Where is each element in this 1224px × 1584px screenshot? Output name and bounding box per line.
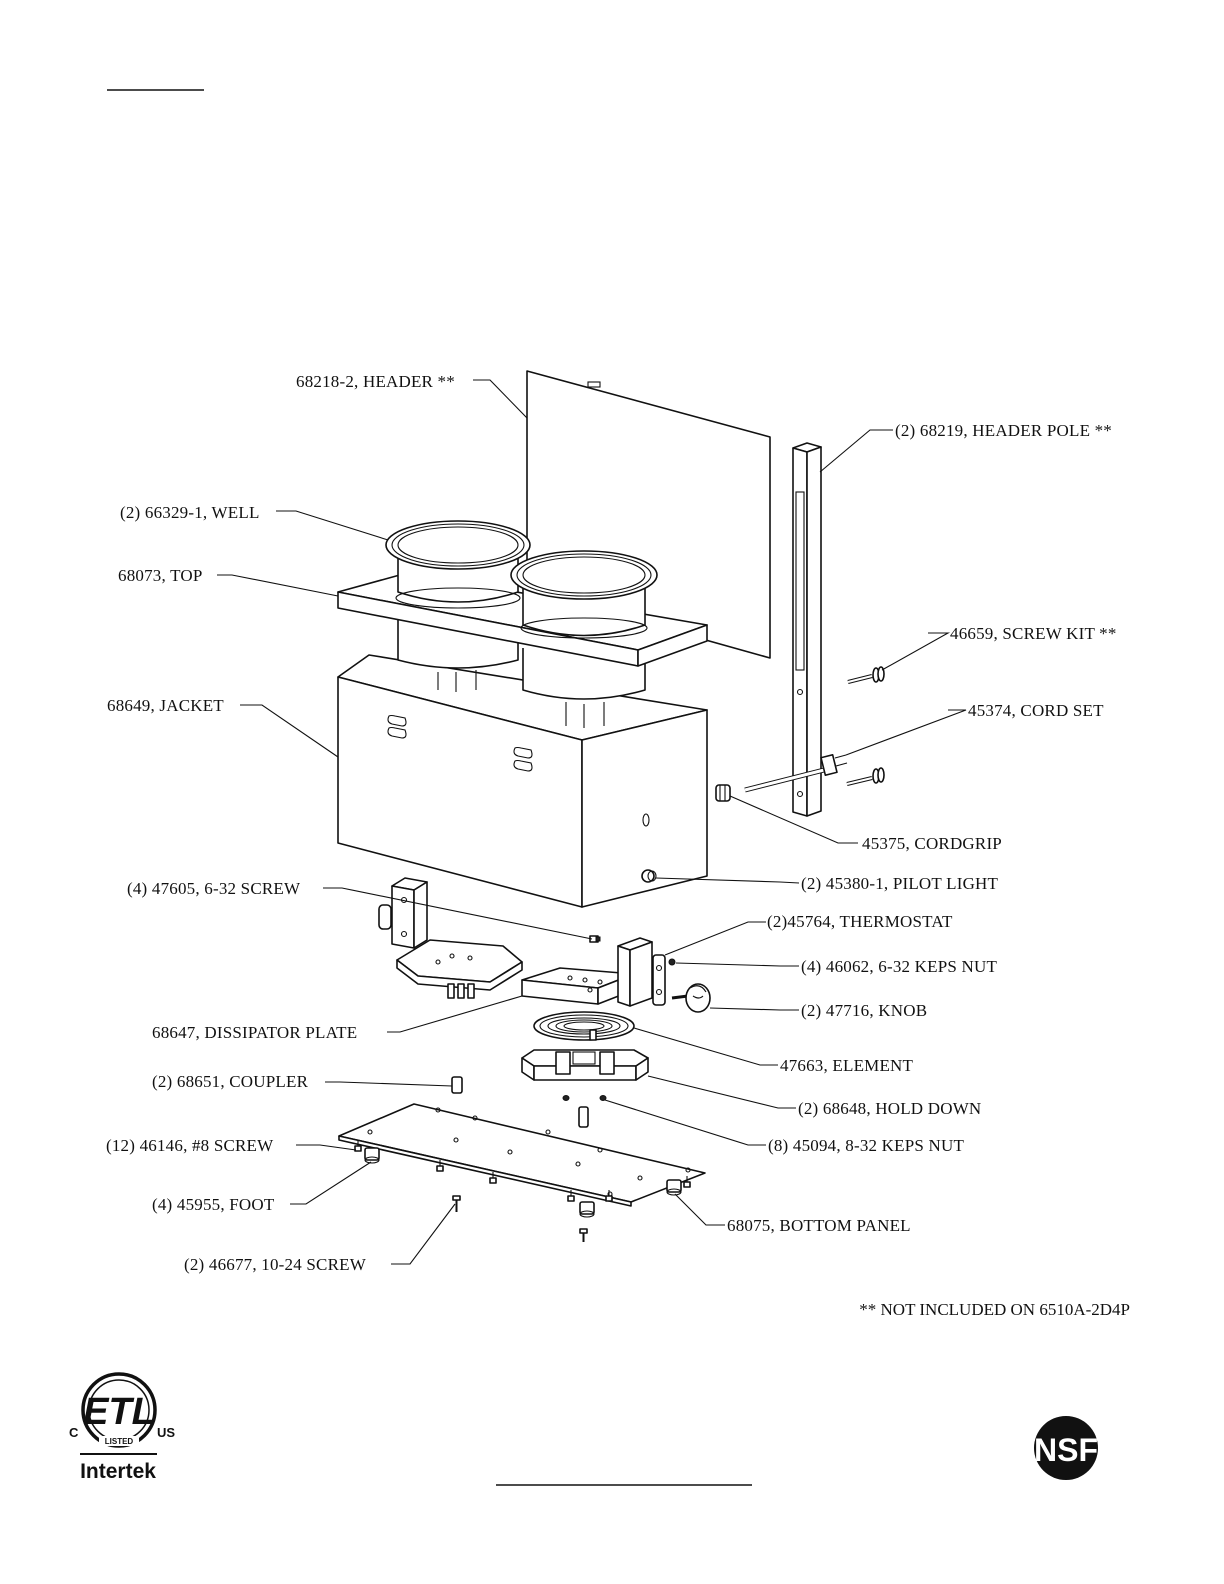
etl-us: US <box>157 1425 175 1440</box>
etl-c: C <box>69 1425 79 1440</box>
callout-screw-6-32: (4) 47605, 6-32 SCREW <box>127 879 301 898</box>
left-element-assembly <box>378 877 523 999</box>
callout-screw-8: (12) 46146, #8 SCREW <box>106 1136 274 1155</box>
callout-jacket: 68649, JACKET <box>107 696 224 715</box>
callout-pilot-light: (2) 45380-1, PILOT LIGHT <box>801 874 999 893</box>
well-left <box>385 520 531 609</box>
element-coil <box>533 1011 635 1041</box>
callout-well: (2) 66329-1, WELL <box>120 503 260 522</box>
callout-cordgrip: 45375, CORDGRIP <box>862 834 1002 853</box>
footnote: ** NOT INCLUDED ON 6510A-2D4P <box>859 1300 1130 1319</box>
feet <box>364 1147 682 1218</box>
callout-screw-kit: 46659, SCREW KIT ** <box>950 624 1117 643</box>
jacket-box <box>337 654 708 908</box>
header-pole <box>792 442 822 817</box>
callout-element: 47663, ELEMENT <box>780 1056 914 1075</box>
cordgrip <box>715 784 731 802</box>
callout-thermostat: (2)45764, THERMOSTAT <box>767 912 953 931</box>
nsf-logo: NSF <box>1034 1416 1098 1480</box>
screws-8 <box>354 1140 691 1202</box>
couplers <box>451 1076 589 1128</box>
callout-coupler: (2) 68651, COUPLER <box>152 1072 309 1091</box>
bottom-panel <box>338 1103 706 1207</box>
callout-dissipator-plate: 68647, DISSIPATOR PLATE <box>152 1023 357 1042</box>
callout-hold-down: (2) 68648, HOLD DOWN <box>798 1099 981 1118</box>
screws-10-24 <box>452 1195 588 1242</box>
knob <box>671 983 711 1013</box>
well-right <box>510 550 658 639</box>
callouts: 68218-2, HEADER ** (2) 68219, HEADER POL… <box>106 372 1117 1274</box>
callout-top: 68073, TOP <box>118 566 203 585</box>
callout-header: 68218-2, HEADER ** <box>296 372 455 391</box>
dissipator-plate <box>521 937 653 1007</box>
callout-keps-nut-6-32: (4) 46062, 6-32 KEPS NUT <box>801 957 997 976</box>
callout-screw-10-24: (2) 46677, 10-24 SCREW <box>184 1255 367 1274</box>
leader-lines <box>217 379 967 1265</box>
wells <box>385 520 658 639</box>
callout-foot: (4) 45955, FOOT <box>152 1195 275 1214</box>
callout-header-pole: (2) 68219, HEADER POLE ** <box>895 421 1112 440</box>
etl-listed-logo: ETL LISTED C US Intertek <box>69 1372 175 1483</box>
pilot-light <box>641 869 657 883</box>
callout-cord-set: 45374, CORD SET <box>968 701 1104 720</box>
nsf-mark: NSF <box>1034 1432 1098 1468</box>
callout-bottom-panel: 68075, BOTTOM PANEL <box>727 1216 911 1235</box>
thermostat <box>652 954 676 1006</box>
intertek-brand: Intertek <box>80 1460 156 1483</box>
callout-keps-nut-8-32: (8) 45094, 8-32 KEPS NUT <box>768 1136 964 1155</box>
etl-listed: LISTED <box>105 1437 134 1446</box>
keps-nuts-8-32 <box>562 1095 607 1101</box>
callout-knob: (2) 47716, KNOB <box>801 1001 927 1020</box>
etl-mark: ETL <box>83 1391 155 1433</box>
cord-set <box>744 754 848 793</box>
screw-kit <box>846 666 885 786</box>
hold-down <box>521 1049 649 1081</box>
